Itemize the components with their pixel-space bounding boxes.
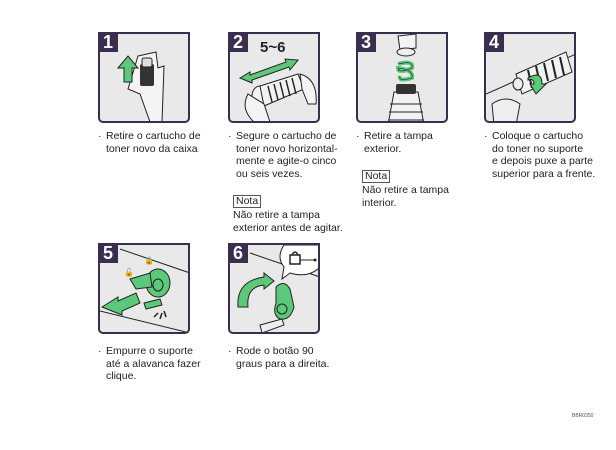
- step-5-illustration: 🔒 🔓 5: [98, 243, 190, 334]
- unlock-symbol: 🔓: [124, 267, 134, 277]
- step-4-illustration: 4: [484, 32, 576, 123]
- insert-toner-icon: [486, 51, 574, 121]
- rotate-knob-icon: [237, 245, 318, 332]
- step-2-note: Nota Não retire a tampa exterior antes d…: [233, 195, 343, 234]
- remove-cap-icon: [388, 34, 424, 121]
- step-1-caption: ·Retire o cartucho de toner novo da caix…: [98, 130, 201, 155]
- step-3-illustration: 3: [356, 32, 448, 123]
- step-number: 1: [100, 34, 118, 52]
- step-3-note: Nota Não retire a tampa interior.: [362, 170, 449, 209]
- step-3-caption: ·Retire a tampa exterior.: [356, 130, 433, 155]
- lock-symbol: 🔒: [144, 256, 154, 265]
- push-holder-icon: 🔒 🔓: [100, 248, 188, 332]
- note-label: Nota: [362, 170, 391, 183]
- step-4-caption: ·Coloque o cartucho do toner no suporte …: [484, 130, 596, 180]
- step-number: 2: [230, 34, 248, 52]
- svg-text:5~6: 5~6: [260, 39, 285, 56]
- step-6-illustration: 6: [228, 243, 320, 334]
- step-1-illustration: 1: [98, 32, 190, 123]
- step-2-caption: ·Segure o cartucho de toner novo horizon…: [228, 130, 338, 180]
- note-label: Nota: [233, 195, 262, 208]
- shake-toner-icon: 5~6: [238, 39, 317, 121]
- toner-box-icon: [116, 51, 165, 121]
- step-number: 5: [100, 245, 118, 263]
- step-number: 6: [230, 245, 248, 263]
- figure-code: BBR0350: [572, 413, 594, 419]
- step-5-caption: ·Empurre o suporte até a alavanca fazer …: [98, 345, 201, 382]
- step-6-caption: ·Rode o botão 90 graus para a direita.: [228, 345, 330, 370]
- step-2-illustration: 5~6 2: [228, 32, 320, 123]
- step-number: 3: [358, 34, 376, 52]
- step-number: 4: [486, 34, 504, 52]
